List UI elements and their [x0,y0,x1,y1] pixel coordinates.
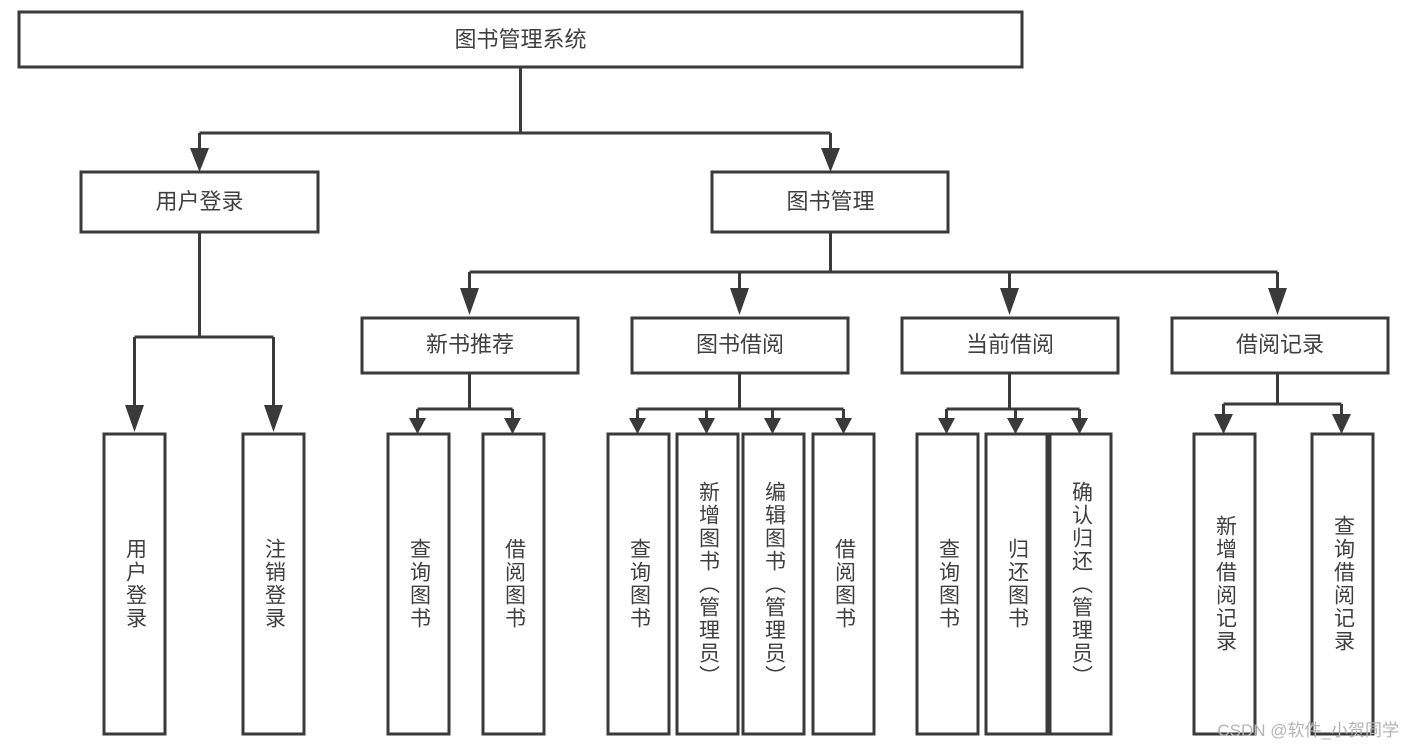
leaf-box-record-1[interactable] [1192,432,1257,736]
leaf-label-current-1: 查询图书 [936,538,960,630]
arrow-icon [125,405,144,432]
node-book-management[interactable] [710,170,950,234]
leaf-box-user-login-2[interactable] [241,432,306,736]
node-book-borrow-label: 图书借阅 [696,332,784,357]
arrow-icon [1000,288,1019,315]
arrow-icon [504,418,521,434]
node-root[interactable] [17,10,1024,69]
node-user-login-label: 用户登录 [155,189,243,214]
node-borrow-record[interactable] [1170,316,1390,375]
arrow-icon [1332,414,1351,434]
leaf-label-record-2: 查询借阅记录 [1331,515,1355,653]
leaf-box-current-3[interactable] [1048,432,1113,736]
leaf-box-newbook-1[interactable] [386,432,451,736]
arrow-icon [629,418,646,434]
node-current-borrow-label: 当前借阅 [966,332,1054,357]
node-borrow-record-label: 借阅记录 [1236,332,1324,357]
node-new-book-recommend-label: 新书推荐 [426,332,514,357]
nodes-group: 图书管理系统 用户登录 图书管理 新书推荐 图书借阅 当前借阅 借阅记录 [17,10,1390,736]
node-new-book-recommend[interactable] [360,316,580,375]
leaf-label-user-login-1: 用户登录 [123,538,147,630]
leaf-box-current-1[interactable] [915,432,980,736]
leaf-label-user-login-2: 注销登录 [262,538,286,630]
node-current-borrow[interactable] [900,316,1120,375]
leaf-label-newbook-2: 借阅图书 [502,538,526,630]
node-book-borrow[interactable] [630,316,850,375]
arrowheads-group [125,148,1351,434]
node-user-login[interactable] [79,170,320,234]
leaf-label-newbook-1: 查询图书 [407,538,431,630]
leaf-box-borrow-2[interactable] [675,432,740,736]
arrow-icon [821,148,840,172]
arrow-icon [460,288,479,315]
leaf-box-borrow-3[interactable] [741,432,806,736]
arrow-icon [1071,418,1088,434]
arrow-icon [835,418,852,434]
leaf-box-borrow-1[interactable] [606,432,671,736]
leaf-box-newbook-2[interactable] [481,432,546,736]
node-root-label: 图书管理系统 [454,27,586,52]
arrow-icon [409,418,426,434]
leaf-label-borrow-3: 编辑图书（管理员） [762,480,786,688]
arrow-icon [730,288,749,315]
leaf-label-record-1: 新增借阅记录 [1213,515,1237,653]
arrow-icon [264,405,283,432]
arrow-icon [1268,288,1287,315]
arrow-icon [698,418,715,434]
leaf-label-borrow-4: 借阅图书 [832,538,856,630]
arrow-icon [938,418,955,434]
leaf-box-current-2[interactable] [984,432,1049,736]
arrow-icon [1214,414,1233,434]
leaf-label-borrow-1: 查询图书 [627,538,651,630]
leaf-box-record-2[interactable] [1310,432,1375,736]
leaf-box-user-login-1[interactable] [102,432,167,736]
arrow-icon [764,418,781,434]
leaf-label-current-3: 确认归还（管理员） [1069,480,1093,688]
node-book-management-label: 图书管理 [786,189,874,214]
leaf-box-borrow-4[interactable] [811,432,876,736]
arrow-icon [190,148,209,172]
csdn-watermark: CSDN @软件_小贺同学 [1217,721,1399,740]
arrow-icon [1007,418,1024,434]
leaf-label-current-2: 归还图书 [1005,538,1029,630]
leaf-label-borrow-2: 新增图书（管理员） [696,480,720,688]
